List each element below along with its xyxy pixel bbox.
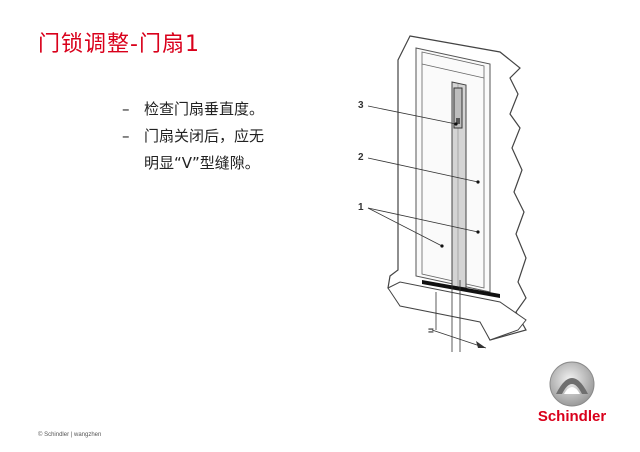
door-lock <box>453 87 463 129</box>
arrow-head <box>476 341 486 348</box>
bullet-text: 门扇关闭后，应无 <box>144 127 265 145</box>
bullet-item: – 检查门扇垂直度。 <box>122 96 322 123</box>
lock-latch <box>456 118 460 124</box>
bullet-marker: – <box>122 100 130 118</box>
door-sill <box>422 280 500 298</box>
bullet-item: – 门扇关闭后，应无 <box>122 123 322 150</box>
logo-wordmark: Schindler <box>537 408 607 425</box>
floor-sill <box>387 281 527 341</box>
callout-3: 3 <box>358 100 364 111</box>
callout-2: 2 <box>358 152 364 163</box>
bullet-text: 检查门扇垂直度。 <box>144 100 265 118</box>
bullet-list: – 检查门扇垂直度。 – 门扇关闭后，应无 明显“V”型缝隙。 <box>122 96 322 177</box>
schindler-logo: Schindler <box>520 360 624 425</box>
equal-sign: = <box>428 326 434 337</box>
slide-title: 门锁调整-门扇1 <box>38 32 200 57</box>
footer-copyright: © Schindler | wangzhen <box>38 432 102 438</box>
callout-1: 1 <box>358 202 364 213</box>
door-leaf-diagram: = 3 2 1 <box>358 35 527 352</box>
schindler-emblem-icon <box>549 361 595 407</box>
bullet-text-continuation: 明显“V”型缝隙。 <box>144 154 260 172</box>
bullet-marker: – <box>122 127 130 145</box>
